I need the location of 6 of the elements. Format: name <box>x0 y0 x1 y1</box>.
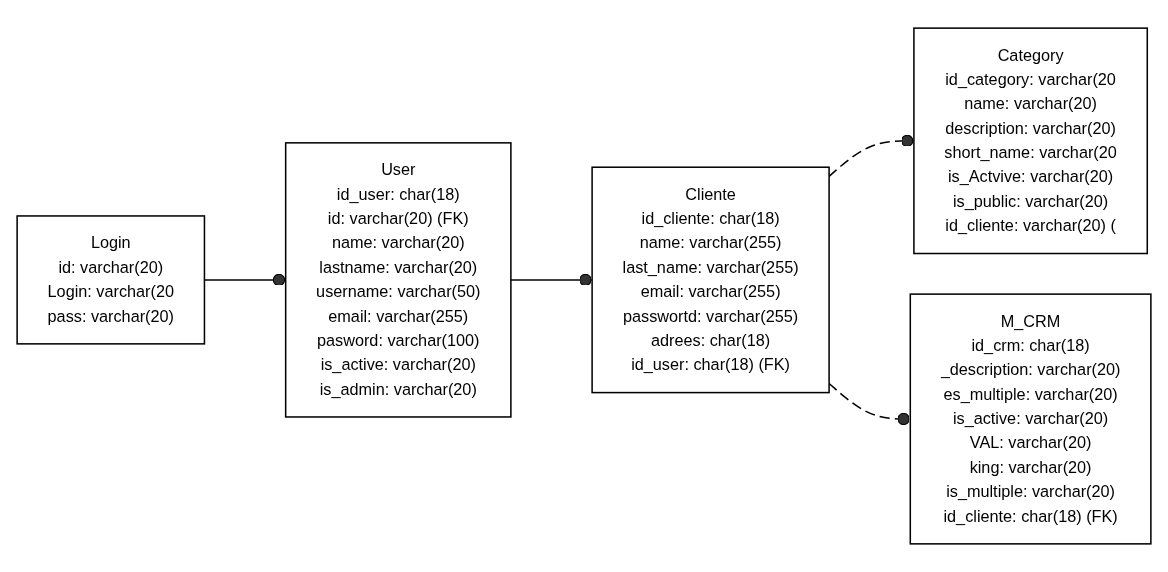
entity-table: Login id: varchar(20) Login: varchar(20 pass: varchar(20) <box>16 215 206 345</box>
entity-table: Cliente id_cliente: char(18) name: varchar(255) last_name: varchar(255) email: varchar(255) passwortd: varchar(255) adrees: char(18) id_user: char(18) (FK) <box>591 166 830 394</box>
entity-table: Category id_category: varchar(20 name: varchar(20) description: varchar(20) short_name: varchar(20 is_Actvive: varchar(20) is_public: varchar(20) id_cliente: varchar(20) ( <box>913 27 1149 255</box>
entity-table: User id_user: char(18) id: varchar(20) (FK) name: varchar(20) lastname: varchar(20) username: varchar(50) email: varchar(255) pasword: varchar(100) is_active: varchar(20) is_admin: varchar(20) <box>284 142 512 418</box>
relationship-line <box>510 273 593 287</box>
entity-table: M_CRM id_crm: char(18) _description: varchar(20) es_multiple: varchar(20) is_active: varchar(20) VAL: varchar(20) king: varchar(20) is_multiple: varchar(20) id_cliente: char(18) (FK) <box>909 293 1152 545</box>
